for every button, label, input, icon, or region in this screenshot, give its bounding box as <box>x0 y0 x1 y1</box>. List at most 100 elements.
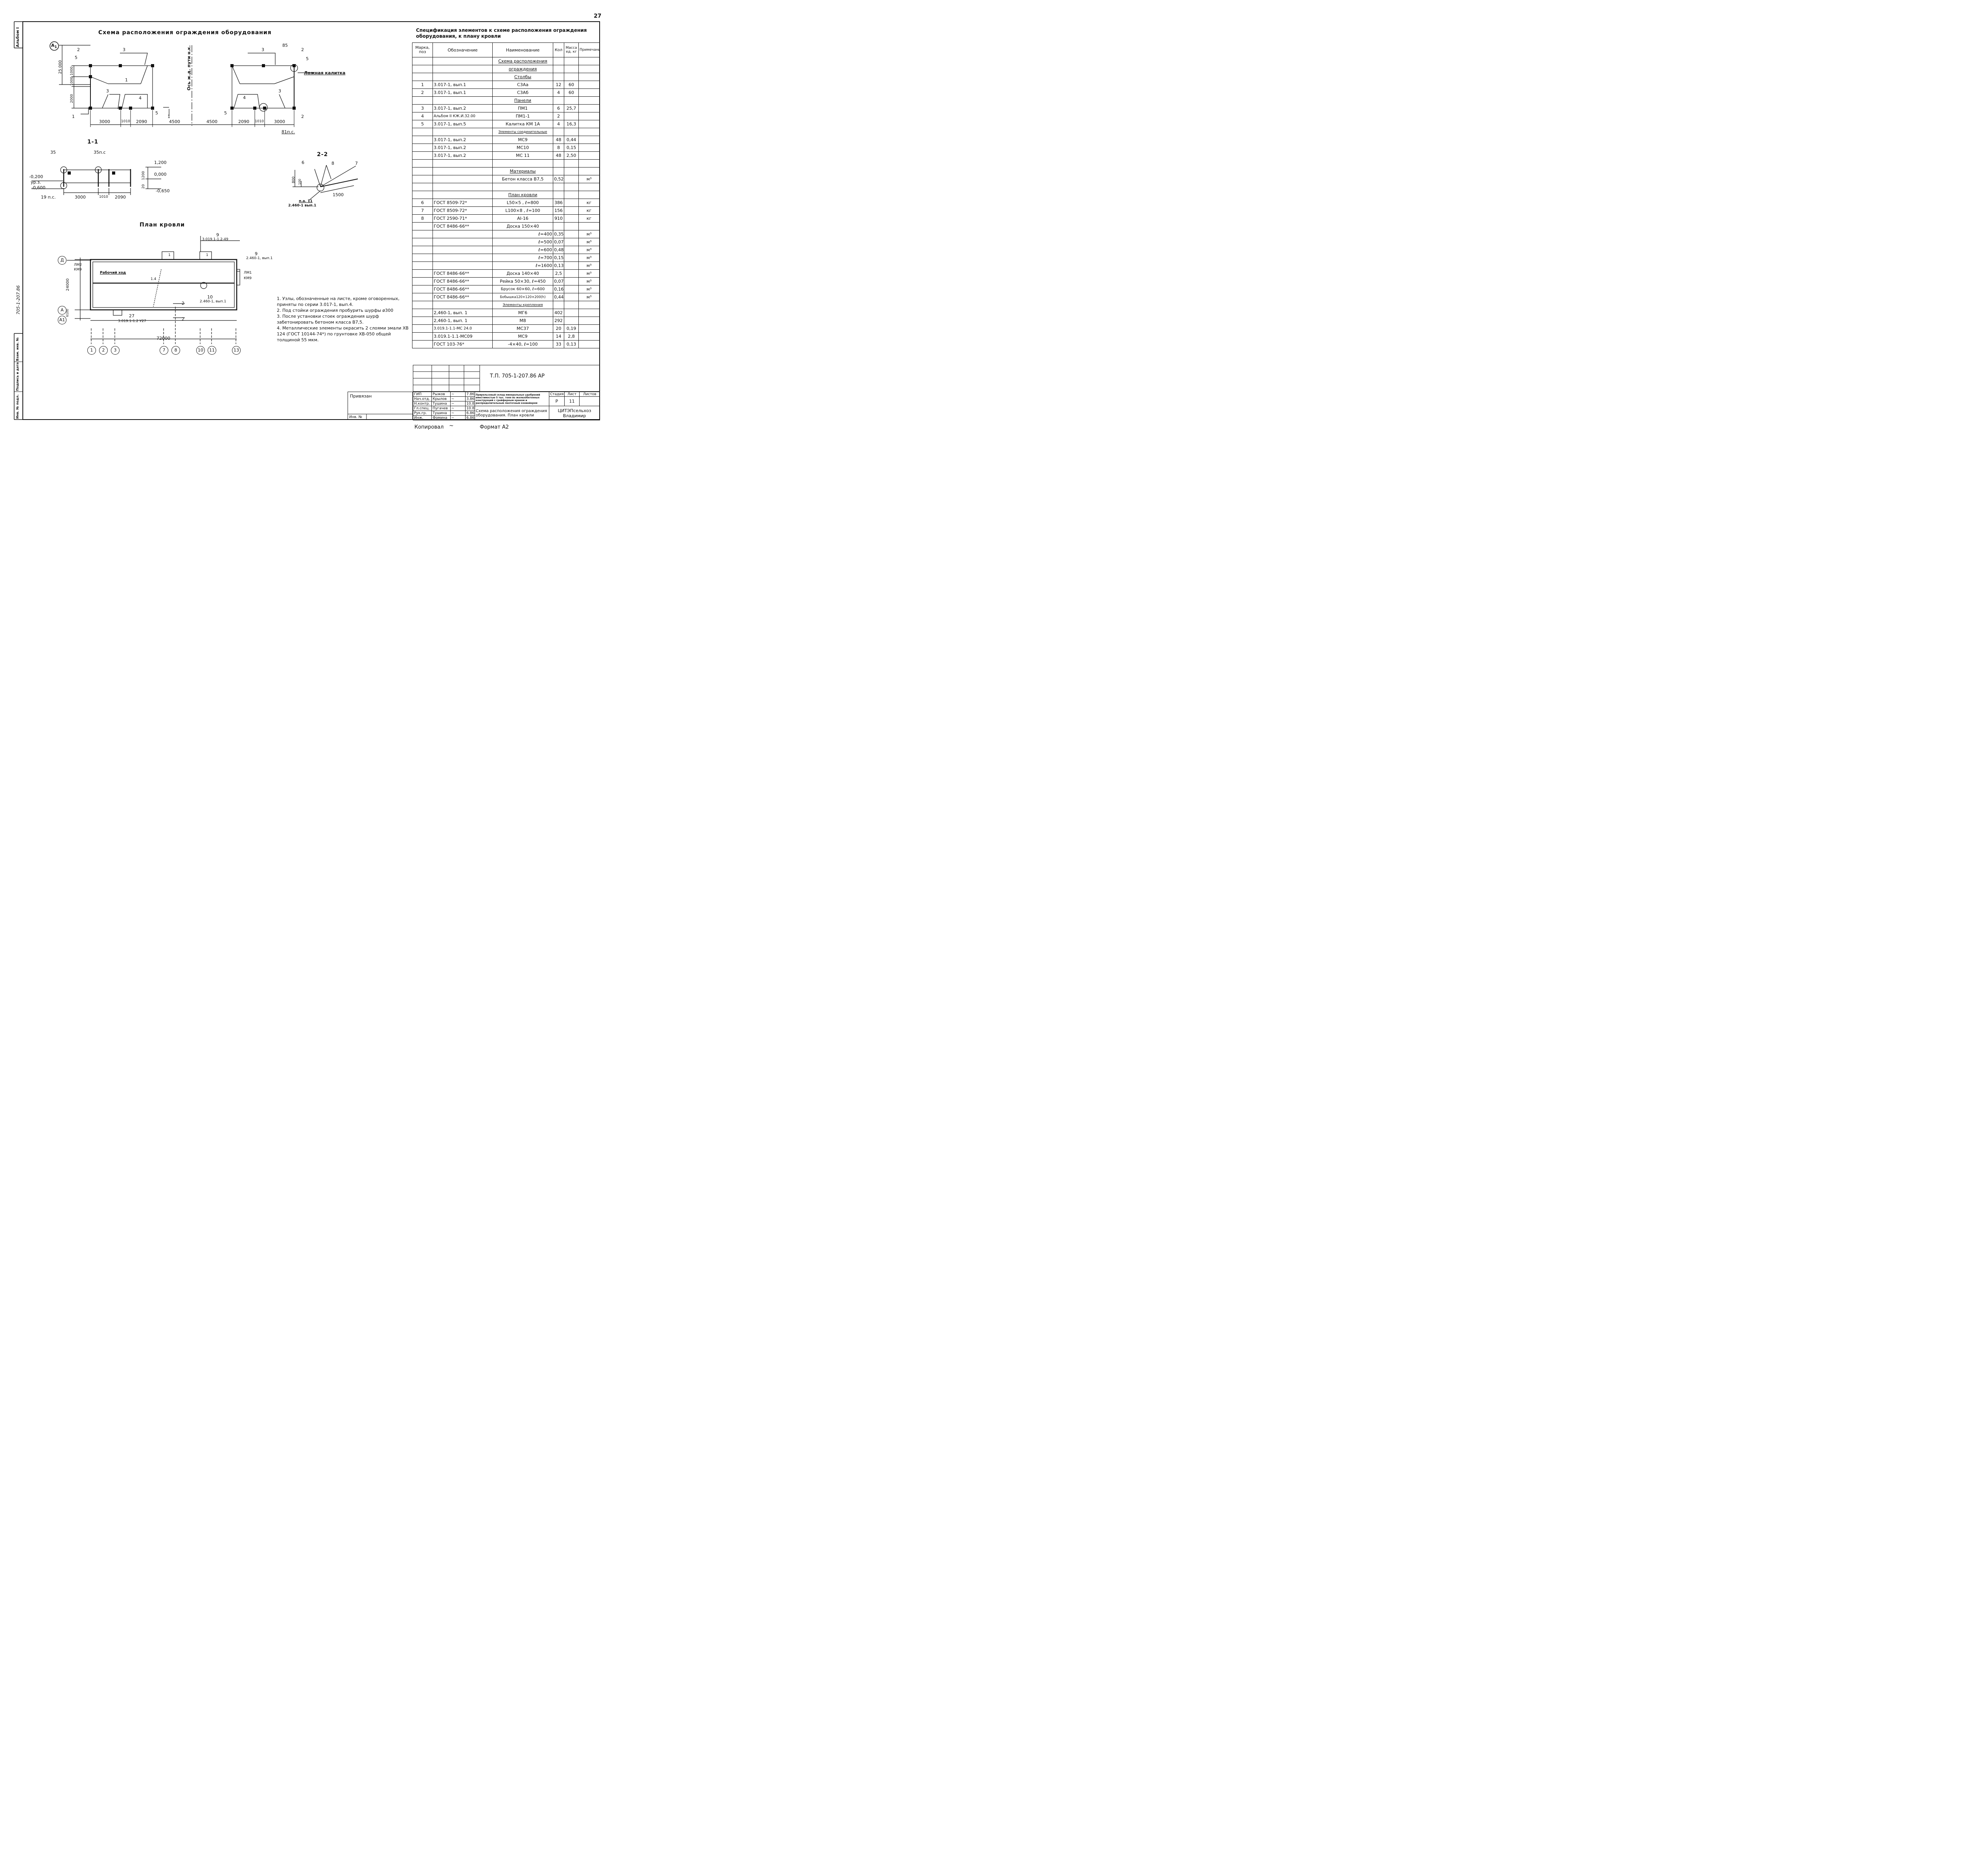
spec-cell <box>433 238 493 246</box>
spec-cell <box>412 136 433 144</box>
spec-cell: 292 <box>553 317 564 325</box>
spec-cell: 3.019.1-1.1-МС 24.0 <box>433 324 493 333</box>
copied-by: Копировал <box>414 424 444 430</box>
spec-cell <box>578 136 600 144</box>
sec22-pos-6: 6 <box>302 160 304 165</box>
sec11-callout-19: 19 п.с. <box>41 195 56 200</box>
spec-cell <box>564 112 579 120</box>
scheme-pos-3: 3 <box>123 47 125 52</box>
sec22-ref-series: 2.460-1 вып.1 <box>288 204 317 208</box>
tb-date-4: 6.86 <box>465 411 475 416</box>
sec22-pos-7: 7 <box>355 161 358 166</box>
tb-name-5: Фомина <box>431 415 451 420</box>
spec-cell <box>433 175 493 183</box>
spec-cell <box>433 261 493 270</box>
note-3: 3. После установки стоек ограждения шурф… <box>277 314 379 325</box>
spec-cell: 1 <box>412 81 433 89</box>
tb-stage-label: Стадия <box>549 392 565 397</box>
note-4: 4. Металлические элементы окрасить 2 сло… <box>277 326 409 342</box>
spec-cell: 33 <box>553 340 564 348</box>
spec-cell: МГ6 <box>492 309 553 317</box>
spec-cell: 0,35 <box>553 230 564 238</box>
spec-cell <box>433 301 493 309</box>
spec-cell <box>553 183 564 191</box>
axis-col-2: 2 <box>99 346 108 355</box>
spec-cell <box>412 332 433 341</box>
sec11-level-0600: -0,600 <box>31 185 46 190</box>
spec-cell: -4×40, ℓ=100 <box>492 340 553 348</box>
spec-cell: 60 <box>564 88 579 97</box>
spec-row: ограждения <box>412 65 600 73</box>
dim-right-2090: 2090 <box>238 119 249 124</box>
roof-callout-9a-pos: 9 <box>216 232 219 237</box>
spec-cell <box>433 230 493 238</box>
spec-cell: ПМ1-1 <box>492 112 553 120</box>
spec-cell: 2,460-1, вып. 1 <box>433 309 493 317</box>
spec-cell <box>564 238 579 246</box>
scheme-pos-4r: 4 <box>243 95 246 100</box>
spec-cell <box>433 167 493 175</box>
spec-cell <box>412 293 433 301</box>
roof-label-1b: 1 <box>206 253 208 257</box>
spec-cell: 14 <box>553 332 564 341</box>
spec-cell: МС37 <box>492 324 553 333</box>
spec-cell: 12 <box>553 81 564 89</box>
title-block-body: ГИП Рыжов ~ 7.86 Прирельсовый склад мине… <box>412 392 600 420</box>
spec-cell <box>564 167 579 175</box>
spec-cell: Столбы <box>492 73 553 81</box>
spec-row: План кровли <box>412 191 600 199</box>
spec-cell <box>412 96 433 105</box>
spec-title: Спецификация элементов к схеме расположе… <box>416 28 587 39</box>
spec-cell: АI-16 <box>492 214 553 223</box>
spec-cell <box>412 183 433 191</box>
roof-callout-9b-ref: 2.460-1, вып.1 <box>246 256 273 260</box>
tb-date-3: 10.86 <box>465 406 475 411</box>
spec-row: ГОСТ 8486-66**Доска 150×40 <box>412 222 600 230</box>
spec-cell: Материалы <box>492 167 553 175</box>
tb-sign-1: ~ <box>450 396 466 401</box>
spec-cell: Рейка 50×30, ℓ=450 <box>492 277 553 285</box>
spec-cell <box>412 238 433 246</box>
spec-cell: ℓ=1600 <box>492 261 553 270</box>
spec-cell: м³ <box>578 230 600 238</box>
spec-cell <box>564 222 579 230</box>
scheme-axis-a1: А1 <box>51 43 57 50</box>
spec-cell <box>412 151 433 160</box>
spec-col-mass: Масса ед. кг <box>564 42 579 57</box>
sec11-level-0000: 0,000 <box>154 172 167 177</box>
spec-cell <box>433 254 493 262</box>
spec-cell: Схема расположения <box>492 57 553 65</box>
spec-cell <box>578 191 600 199</box>
spec-cell: 2,5 <box>553 269 564 278</box>
spec-col-designation: Обозначение <box>433 42 493 57</box>
spec-cell <box>564 309 579 317</box>
spec-cell <box>412 144 433 152</box>
spec-cell: 0,52 <box>553 175 564 183</box>
dim-left-3000: 3000 <box>99 119 110 124</box>
sec22-dim-800: 800 <box>292 176 296 183</box>
note-1: 1. Узлы, обозначенные на листе, кроме ог… <box>277 296 399 307</box>
spec-cell <box>578 332 600 341</box>
spec-cell: МС9 <box>492 332 553 341</box>
sec22-dim-100: 100 <box>298 179 302 185</box>
roof-dim-24000: 24000 <box>66 278 70 291</box>
spec-cell: Альбом II КЖ.И.32.00 <box>433 112 493 120</box>
roof-label-km9a: КМ9 <box>74 268 82 272</box>
spec-cell: 60 <box>564 81 579 89</box>
section-1-1-drawing <box>31 166 161 195</box>
spec-cell: 3.017-1, вып.1 <box>433 88 493 97</box>
spec-cell <box>553 222 564 230</box>
sec11-callout-35ps: 35п.с <box>94 150 106 155</box>
tb-sheets-label: Листов <box>579 392 600 397</box>
sec11-level-0650: -0,650 <box>156 188 170 193</box>
roof-label-lm2: ЛМ2 <box>74 263 82 267</box>
copied-signature: ~ <box>449 423 454 429</box>
scheme-mark-1b: 1 <box>168 114 170 119</box>
tb-sign-2: ~ <box>450 401 466 406</box>
axis-col-11: 11 <box>208 346 216 355</box>
spec-cell <box>564 230 579 238</box>
